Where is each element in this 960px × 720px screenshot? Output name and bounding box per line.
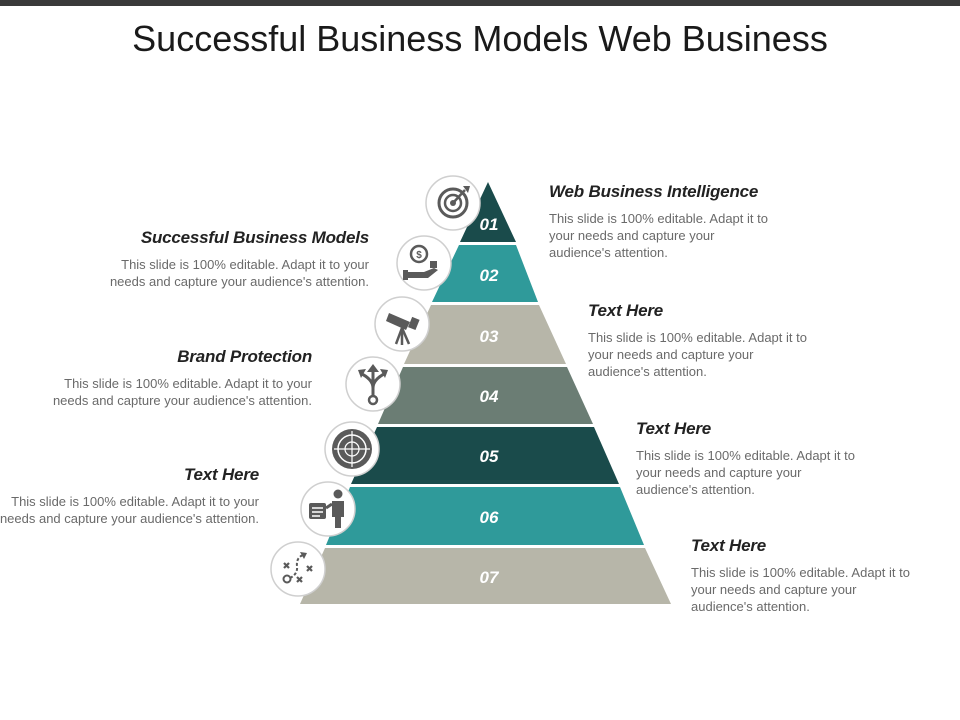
split-arrows-icon [345, 356, 401, 412]
left-item-2: Brand Protection This slide is 100% edit… [12, 347, 312, 409]
left-item-1: Successful Business Models This slide is… [69, 228, 369, 290]
right-item-1: Web Business Intelligence This slide is … [549, 182, 789, 261]
right-item-body: This slide is 100% editable. Adapt it to… [588, 330, 807, 379]
pyramid-layer-05 [351, 427, 619, 484]
pyramid-layer-04 [378, 367, 593, 424]
left-item-body: This slide is 100% editable. Adapt it to… [52, 376, 312, 408]
svg-text:$: $ [416, 250, 422, 261]
right-item-3: Text Here This slide is 100% editable. A… [636, 419, 876, 498]
money-hand-icon: $ [396, 235, 452, 291]
right-item-4: Text Here This slide is 100% editable. A… [691, 536, 921, 615]
layer-number-03: 03 [480, 327, 499, 346]
layer-number-02: 02 [480, 266, 499, 285]
pyramid-layer-03 [404, 305, 566, 364]
right-item-heading: Text Here [691, 536, 767, 555]
pyramid-layer-07 [300, 548, 671, 604]
left-item-body: This slide is 100% editable. Adapt it to… [109, 257, 369, 289]
right-item-heading: Text Here [588, 301, 664, 320]
pyramid-layer-02 [432, 245, 538, 302]
layer-number-05: 05 [480, 447, 499, 466]
presenter-icon [300, 481, 356, 537]
layer-number-04: 04 [480, 387, 499, 406]
right-item-body: This slide is 100% editable. Adapt it to… [636, 448, 855, 497]
pyramid-layer-06 [326, 487, 644, 545]
layer-number-01: 01 [480, 215, 499, 234]
left-item-heading: Text Here [183, 465, 259, 484]
layer-number-06: 06 [480, 508, 499, 527]
page-title: Successful Business Models Web Business [132, 18, 828, 59]
left-item-3: Text Here This slide is 100% editable. A… [0, 465, 259, 527]
crosshair-icon [324, 421, 380, 477]
right-item-heading: Web Business Intelligence [549, 182, 759, 201]
top-bar [0, 0, 960, 6]
left-item-body: This slide is 100% editable. Adapt it to… [0, 494, 259, 526]
pyramid-layer-01 [460, 182, 516, 242]
right-item-body: This slide is 100% editable. Adapt it to… [691, 565, 910, 614]
strategy-icon [270, 541, 326, 597]
right-item-body: This slide is 100% editable. Adapt it to… [549, 211, 768, 260]
right-item-2: Text Here This slide is 100% editable. A… [588, 301, 828, 380]
right-item-heading: Text Here [636, 419, 712, 438]
left-item-heading: Successful Business Models [140, 228, 369, 247]
left-item-heading: Brand Protection [177, 347, 312, 366]
layer-number-07: 07 [480, 568, 500, 587]
target-icon [425, 175, 481, 231]
telescope-icon [374, 296, 430, 352]
